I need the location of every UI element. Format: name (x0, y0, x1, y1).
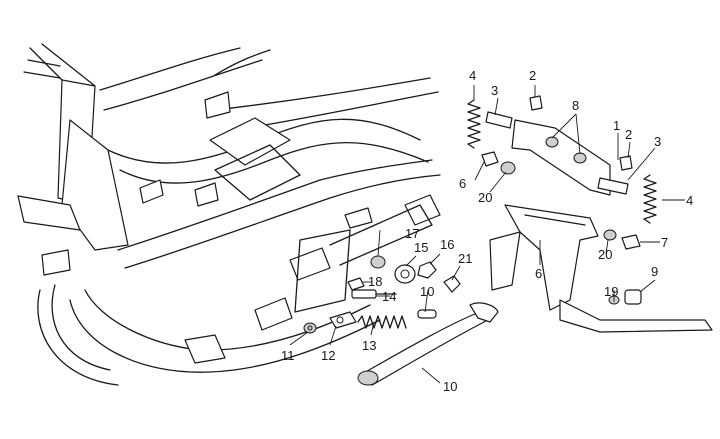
callout-2: 2 (529, 68, 536, 83)
callout-1: 1 (613, 118, 620, 133)
callout-17: 17 (405, 226, 419, 241)
leader-lines (289, 85, 685, 384)
callout-12: 13 (362, 338, 376, 353)
side-stand-assembly (303, 255, 499, 386)
callout-19: 19 (604, 284, 618, 299)
callout-10: 11 (281, 348, 295, 363)
callout-4: 4 (469, 68, 476, 83)
callout-20: 20 (478, 190, 492, 205)
callout-21: 21 (458, 251, 472, 266)
callout-6: 7 (661, 235, 668, 250)
callout-5: 6 (535, 266, 542, 281)
callout-8: 9 (651, 264, 658, 279)
callout-labels: 4 3 2 8 1 2 3 4 6 20 7 20 6 9 19 11 12 1… (281, 68, 693, 394)
callout-3: 3 (654, 134, 661, 149)
callout-11: 12 (321, 348, 335, 363)
callout-18: 18 (368, 274, 382, 289)
callout-3: 3 (491, 83, 498, 98)
scooter-frame (17, 43, 441, 386)
callout-13: 10 (420, 284, 434, 299)
callout-9: 10 (443, 379, 457, 394)
callout-16: 16 (440, 237, 454, 252)
callout-20: 20 (598, 247, 612, 262)
callout-15: 15 (414, 240, 428, 255)
callout-2: 2 (625, 127, 632, 142)
center-stand-assembly (467, 95, 713, 333)
callout-14: 14 (382, 289, 396, 304)
callout-7: 8 (572, 98, 579, 113)
callout-4: 4 (686, 193, 693, 208)
callout-6: 6 (459, 176, 466, 191)
